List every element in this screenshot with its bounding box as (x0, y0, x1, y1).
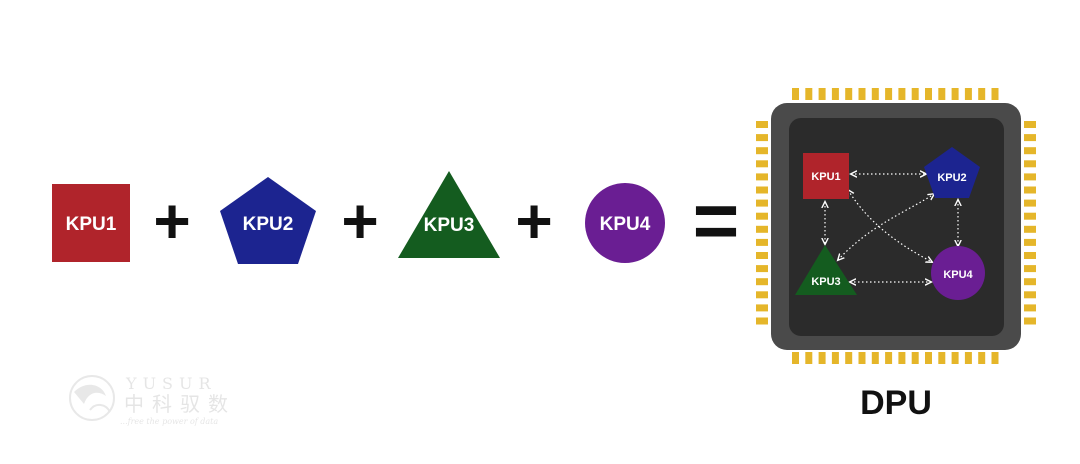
chip-pin (951, 88, 959, 100)
chip-pin (871, 88, 879, 100)
chip-pin (978, 88, 986, 100)
connection-kpu3-kpu2 (838, 194, 934, 260)
chip-pin (925, 88, 932, 100)
chip-pin (1024, 317, 1036, 325)
chip-pin (756, 134, 768, 142)
chip-pin (845, 352, 853, 364)
plus-sign: + (341, 185, 378, 257)
chip-pins-right (1024, 121, 1036, 325)
bird-logo-icon (69, 375, 115, 421)
chip-pin (756, 252, 768, 259)
kpu1-label: KPU1 (66, 214, 117, 235)
chip-pin (925, 352, 932, 364)
chip-pin (756, 199, 768, 207)
chip-pin (1024, 160, 1036, 168)
chip-node-kpu3-label: KPU3 (811, 276, 840, 288)
chip-pin (1024, 225, 1036, 233)
chip-pin (1024, 304, 1036, 312)
chip-node-kpu2-label: KPU2 (937, 172, 966, 184)
kpu1-shape: KPU1 (52, 184, 130, 262)
chip-pin (858, 352, 866, 364)
chip-node-kpu1-label: KPU1 (811, 171, 840, 183)
chip-pin (1024, 199, 1036, 207)
chip-pin (1024, 212, 1036, 220)
chip-pin (911, 352, 919, 364)
chip-pin (1024, 173, 1036, 181)
chip-pin (792, 352, 799, 364)
chip-pin (951, 352, 959, 364)
chip-pin (885, 88, 893, 100)
chip-pin (1024, 291, 1036, 299)
chip-pin (756, 160, 768, 168)
equals-sign: = (693, 176, 740, 265)
watermark-tagline: ...free the power of data (120, 417, 218, 426)
chip-pin (756, 265, 768, 273)
chip-pins-bottom (792, 352, 999, 364)
watermark: YUSUR 中科驭数 ...free the power of data (69, 374, 236, 426)
chip-pins-left (756, 121, 768, 325)
chip-pin (964, 352, 972, 364)
plus-sign: + (515, 185, 552, 257)
chip-pin (978, 352, 986, 364)
chip-pin (831, 88, 839, 100)
kpu3-label: KPU3 (424, 215, 475, 236)
chip-pin (831, 352, 839, 364)
chip-pin (1024, 147, 1036, 155)
dpu-chip: KPU1 KPU2 KPU3 KPU4 (756, 88, 1036, 364)
chip-pin (756, 317, 768, 325)
chip-pin (756, 238, 768, 246)
chip-pin (756, 173, 768, 181)
chip-pins-top (792, 88, 999, 100)
watermark-cn-text: 中科驭数 (124, 392, 236, 416)
chip-connections (825, 174, 958, 282)
chip-pin (898, 352, 906, 364)
chip-pin (858, 88, 866, 100)
chip-node-kpu3: KPU3 (795, 245, 857, 295)
chip-pin (818, 352, 826, 364)
watermark-brand: YUSUR (125, 374, 217, 393)
chip-pin (898, 88, 906, 100)
chip-pin (818, 88, 826, 100)
chip-pin (1024, 265, 1036, 273)
kpu2-label: KPU2 (243, 214, 294, 235)
chip-node-kpu4-label: KPU4 (943, 269, 973, 281)
chip-node-kpu2: KPU2 (924, 147, 980, 198)
chip-pin (1024, 186, 1036, 194)
chip-pin (845, 88, 853, 100)
chip-pin (1024, 238, 1036, 246)
chip-pin (1024, 121, 1036, 128)
chip-pin (964, 88, 972, 100)
chip-pin (756, 225, 768, 233)
chip-pin (756, 304, 768, 312)
chip-pin (756, 186, 768, 194)
chip-pin (871, 352, 879, 364)
chip-node-kpu1: KPU1 (803, 153, 849, 199)
chip-pin (938, 88, 946, 100)
chip-pin (885, 352, 893, 364)
chip-pin (938, 352, 946, 364)
chip-node-kpu4: KPU4 (931, 246, 985, 300)
dpu-label: DPU (860, 384, 932, 422)
chip-pin (756, 278, 768, 286)
chip-pin (1024, 278, 1036, 286)
chip-pin (1024, 134, 1036, 142)
kpu4-label: KPU4 (600, 214, 651, 235)
chip-pin (911, 88, 919, 100)
plus-sign: + (153, 185, 190, 257)
kpu4-shape: KPU4 (585, 183, 665, 263)
chip-pin (991, 352, 999, 364)
kpu3-shape: KPU3 (398, 171, 500, 258)
chip-pin (756, 121, 768, 128)
kpu2-shape: KPU2 (220, 177, 316, 264)
chip-pin (1024, 252, 1036, 259)
chip-pin (991, 88, 999, 100)
chip-pin (792, 88, 799, 100)
chip-pin (805, 88, 813, 100)
chip-pin (756, 147, 768, 155)
chip-pin (756, 212, 768, 220)
chip-pin (805, 352, 813, 364)
chip-pin (756, 291, 768, 299)
chip-die (789, 118, 1004, 336)
